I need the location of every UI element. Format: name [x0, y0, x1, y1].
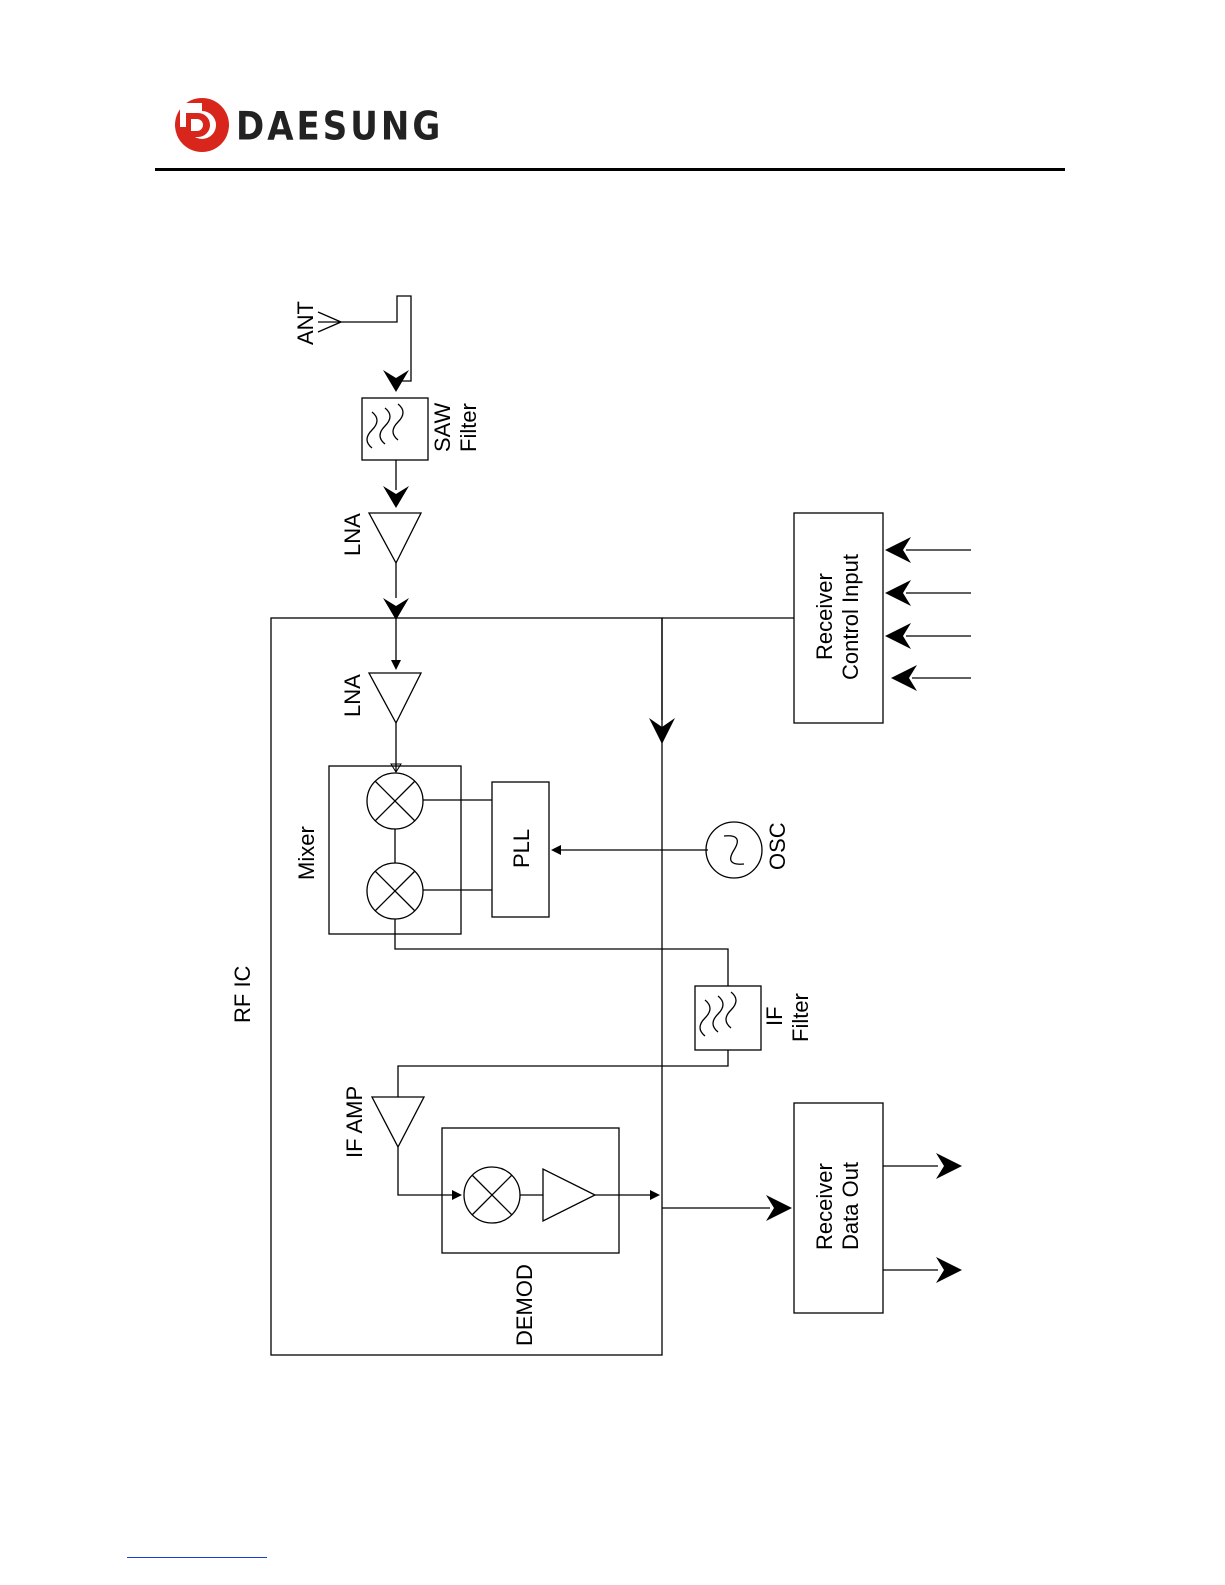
label-pll: PLL: [509, 829, 534, 868]
oscillator-icon: [706, 822, 762, 878]
external-lna-triangle: [369, 513, 421, 563]
footer-divider: [127, 1557, 267, 1558]
label-if-amp: IF AMP: [342, 1086, 367, 1158]
mixer-2-icon: [367, 863, 423, 919]
arrow-to-internal-lna: [391, 660, 401, 670]
mixer-1-icon: [367, 773, 423, 829]
label-lna-external: LNA: [340, 513, 365, 556]
arrow-lna-to-rfic: [383, 598, 409, 620]
label-ant: ANT: [293, 301, 318, 345]
label-saw: SAW: [430, 402, 455, 452]
arrow-to-demod: [452, 1190, 462, 1200]
label-receiver-control-1: Receiver: [812, 573, 837, 660]
antenna-icon: [318, 296, 411, 381]
arrow-data-out-2: [936, 1257, 962, 1283]
demod-box: [442, 1128, 619, 1253]
demod-amp-triangle: [543, 1169, 595, 1221]
internal-lna-triangle: [369, 673, 421, 723]
arrow-data-out-1: [936, 1153, 962, 1179]
arrow-osc-to-pll: [551, 845, 561, 855]
label-receiver-data-1: Receiver: [812, 1163, 837, 1250]
label-osc: OSC: [765, 822, 790, 870]
label-lna-internal: LNA: [340, 674, 365, 717]
arrow-demod-out: [650, 1190, 660, 1200]
label-receiver-control-2: Control Input: [838, 554, 863, 680]
saw-filter-box: [362, 398, 428, 460]
if-amp-triangle: [372, 1097, 424, 1147]
if-filter-box: [695, 986, 761, 1050]
label-mixer: Mixer: [294, 826, 319, 880]
label-demod: DEMOD: [512, 1264, 537, 1346]
label-saw-filter: Filter: [456, 403, 481, 452]
rf-ic-box: [271, 618, 662, 1355]
demod-mixer-icon: [464, 1167, 520, 1223]
label-rf-ic: RF IC: [230, 965, 255, 1023]
label-if: IF: [762, 1006, 787, 1026]
label-receiver-data-2: Data Out: [838, 1162, 863, 1250]
label-if-filter: Filter: [788, 993, 813, 1042]
